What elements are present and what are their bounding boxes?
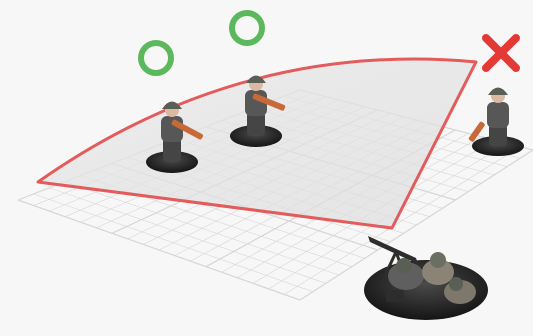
soldier-body <box>487 102 509 128</box>
green-circle-icon <box>232 13 262 43</box>
green-circle-icon <box>141 43 171 73</box>
machine-gun-team[interactable] <box>364 236 488 320</box>
soldier-right[interactable] <box>468 88 524 157</box>
helmet-icon <box>162 102 182 110</box>
red-x-icon <box>486 38 516 68</box>
helmet-icon <box>396 258 412 274</box>
helmet-icon <box>449 277 463 291</box>
helmet-icon <box>488 88 508 96</box>
helmet-icon <box>430 252 446 268</box>
ammo-box-icon <box>386 290 404 302</box>
soldier-body <box>161 116 183 142</box>
